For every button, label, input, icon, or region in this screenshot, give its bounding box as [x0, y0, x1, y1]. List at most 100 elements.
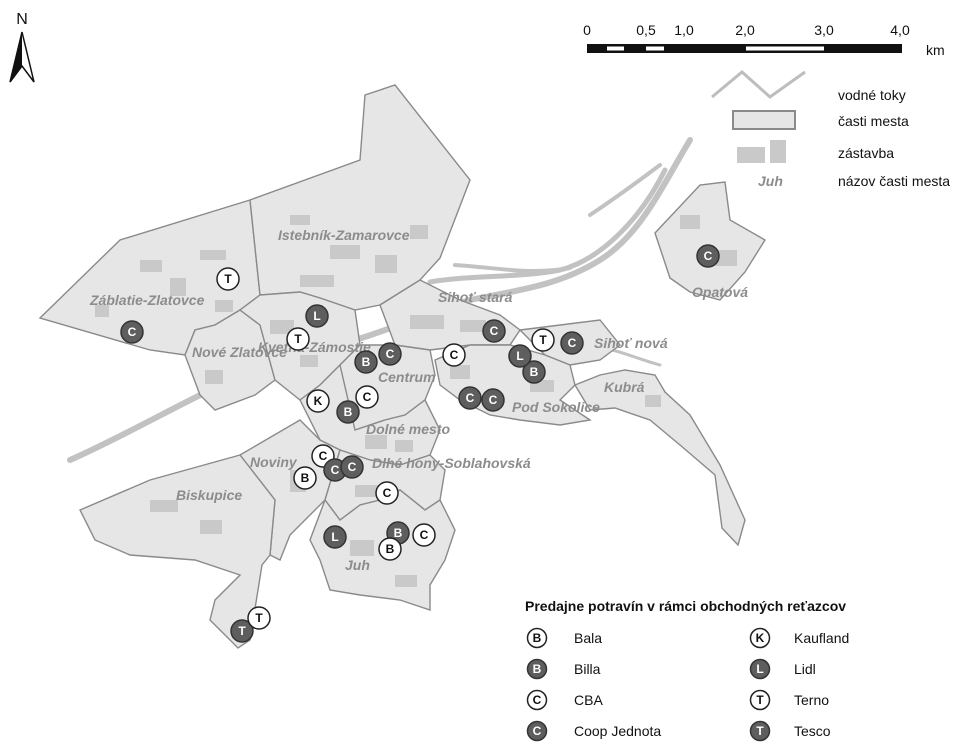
store-marker-letter: B [394, 526, 403, 540]
store-marker-lidl-zamostie: L [305, 304, 329, 328]
store-marker-letter: C [450, 348, 459, 362]
store-marker-letter: C [489, 393, 498, 407]
store-marker-letter: K [314, 394, 323, 408]
label-pod-sokolice: Pod Sokolice [512, 399, 600, 415]
legend-item-lidl: L Lidl [749, 658, 816, 680]
store-marker-letter: C [386, 347, 395, 361]
legend-label-tesco: Tesco [794, 723, 831, 739]
store-marker-letter: C [420, 528, 429, 542]
legend-marker-letter: K [756, 631, 765, 645]
store-marker-coop-sokolice-1: C [458, 386, 482, 410]
district-labels: Záblatie-Zlatovce Istebník-Zamarovce Opa… [89, 227, 748, 573]
legend-marker-letter: T [756, 724, 764, 738]
store-marker-coop-sihot-2: C [560, 331, 584, 355]
store-marker-letter: C [490, 324, 499, 338]
store-marker-letter: B [530, 365, 539, 379]
store-marker-bala-noviny: B [293, 466, 317, 490]
label-dolne-mesto: Dolné mesto [366, 421, 450, 437]
store-marker-cba-centrum-1: C [442, 343, 466, 367]
legend-marker-letter: T [756, 693, 764, 707]
store-marker-coop-sihot-1: C [482, 319, 506, 343]
label-sihot-nova: Sihoť nová [594, 335, 668, 351]
store-marker-cba-juh: C [412, 523, 436, 547]
district-istebnik-zamarovce [249, 84, 471, 311]
river-symbol-icon [711, 70, 806, 99]
store-marker-letter: C [363, 390, 372, 404]
scale-tick-0: 0 [583, 22, 591, 38]
store-marker-billa-centrum-2: B [336, 400, 360, 424]
legend-marker-letter: L [756, 662, 763, 676]
store-markers: C T L T C C T C B L C B C C C K C B C B … [120, 244, 720, 643]
label-istebnik-zamarovce: Istebník-Zamarovce [278, 227, 410, 243]
store-marker-letter: C [383, 486, 392, 500]
label-centrum: Centrum [378, 369, 436, 385]
legend-marker-letter: B [533, 631, 542, 645]
store-marker-lidl-juh: L [323, 525, 347, 549]
store-marker-letter: B [344, 405, 353, 419]
district-opatova [654, 181, 766, 301]
store-marker-letter: C [348, 460, 357, 474]
store-marker-letter: B [362, 355, 371, 369]
legend-marker-letter: C [533, 724, 542, 738]
legend-marker-letter: B [533, 662, 542, 676]
store-marker-letter: T [539, 333, 547, 347]
scale-tick-4: 3,0 [814, 22, 834, 38]
store-marker-letter: T [238, 624, 246, 638]
store-marker-terno-zamostie: T [286, 327, 310, 351]
store-marker-letter: C [704, 249, 713, 263]
legend-label-kaufland: Kaufland [794, 630, 849, 646]
scale-tick-1: 0,5 [636, 22, 656, 38]
district-biskupice [79, 454, 276, 649]
legend-item-terno: T Terno [749, 689, 829, 711]
store-marker-coop-centrum-1: C [378, 342, 402, 366]
legend-label-cba: CBA [574, 692, 603, 708]
store-marker-lidl-sihot: L [508, 344, 532, 368]
store-marker-letter: T [294, 332, 302, 346]
store-marker-cba-centrum-2: C [355, 385, 379, 409]
key-label-district-name: názov časti mesta [838, 173, 950, 189]
store-marker-coop-opatova: C [696, 244, 720, 268]
store-legend-title: Predajne potravín v rámci obchodných reť… [525, 598, 846, 614]
label-kubra: Kubrá [604, 379, 645, 395]
store-marker-kaufland: K [306, 389, 330, 413]
legend-label-billa: Billa [574, 661, 601, 677]
store-marker-letter: L [313, 309, 320, 323]
buildings [95, 215, 737, 587]
district-name-symbol: Juh [758, 173, 783, 189]
label-juh: Juh [345, 557, 370, 573]
label-sihot-stara: Sihoť stará [438, 289, 513, 305]
store-marker-letter: C [466, 391, 475, 405]
store-marker-letter: C [568, 336, 577, 350]
store-marker-coop-zablatie: C [120, 320, 144, 344]
store-marker-letter: L [516, 349, 523, 363]
district-symbol-icon [732, 110, 796, 130]
scale-unit: km [926, 42, 945, 58]
map-key: vodné toky časti mesta zástavba Juh názo… [711, 70, 950, 189]
legend-label-terno: Terno [794, 692, 829, 708]
scale-tick-5: 4,0 [890, 22, 910, 38]
store-marker-coop-sokolice-2: C [481, 388, 505, 412]
label-kvetna-zamostie: Kvetná-Zámostie [258, 339, 371, 355]
legend-label-coop-jednota: Coop Jednota [574, 723, 661, 739]
store-marker-billa-centrum-1: B [354, 350, 378, 374]
buildings-symbol-icon [737, 140, 786, 163]
legend-item-bala: B Bala [526, 627, 602, 649]
store-marker-letter: C [319, 449, 328, 463]
label-dlhe-hony: Dlhé hony-Soblahovská [372, 455, 531, 471]
store-marker-coop-noviny-2: C [340, 455, 364, 479]
legend-label-lidl: Lidl [794, 661, 816, 677]
store-marker-tesco: T [230, 619, 254, 643]
store-marker-billa-sihot: B [522, 360, 546, 384]
key-label-rivers: vodné toky [838, 87, 906, 103]
label-biskupice: Biskupice [176, 487, 242, 503]
label-nove-zlatovce: Nové Zlatovce [192, 344, 287, 360]
store-marker-terno-biskupice: T [247, 606, 271, 630]
store-marker-cba-dlhe-hony: C [375, 481, 399, 505]
scale-bar: 0 0,5 1,0 2,0 3,0 4,0 km [583, 22, 945, 58]
store-marker-bala-juh: B [378, 537, 402, 561]
scale-tick-3: 2,0 [735, 22, 755, 38]
store-marker-letter: L [331, 530, 338, 544]
store-marker-letter: B [301, 471, 310, 485]
legend-item-coop-jednota: C Coop Jednota [526, 720, 661, 742]
